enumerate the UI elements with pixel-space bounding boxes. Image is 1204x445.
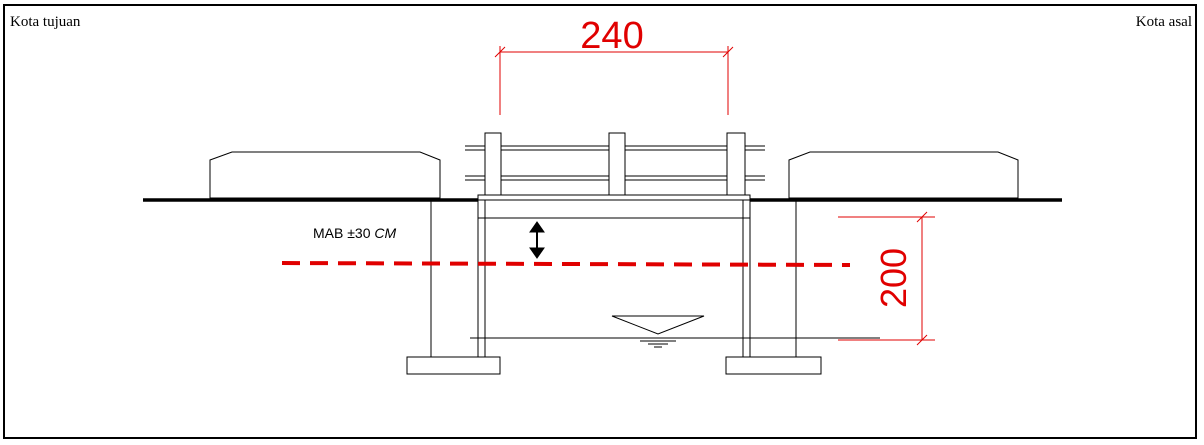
water-level-label: MAB ±30 CM [313, 225, 396, 241]
right-abutment [725, 200, 822, 375]
origin-city-label: Kota asal [1135, 14, 1192, 30]
width-dimension [494, 46, 734, 115]
bridge-deck [477, 194, 751, 219]
left-abutment [406, 200, 501, 375]
drawing-frame [3, 4, 1197, 439]
height-dimension-label: 200 [873, 248, 914, 308]
water-level-icon [611, 315, 705, 348]
vehicle-right [788, 151, 1019, 199]
double-arrow-icon [529, 221, 545, 259]
destination-city-label: Kota tujuan [10, 14, 81, 30]
width-dimension-label: 240 [580, 15, 643, 57]
water-level-dashed-line [281, 261, 851, 267]
vehicle-left [209, 151, 441, 199]
height-dimension [838, 211, 935, 346]
bridge-railing [465, 132, 765, 196]
